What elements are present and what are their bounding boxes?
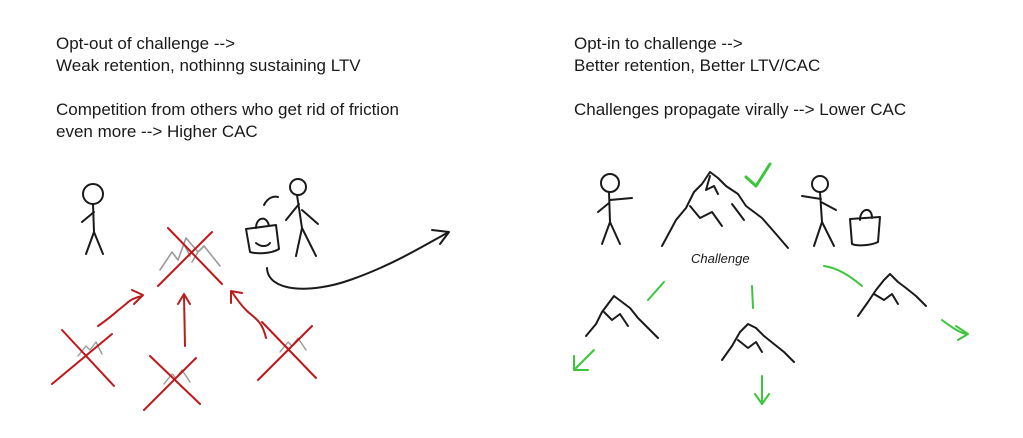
arrow-icon bbox=[751, 285, 770, 405]
challenge-label: Challenge bbox=[691, 251, 750, 266]
left-line-3: Competition from others who get rid of f… bbox=[56, 100, 399, 119]
checkmark-icon bbox=[744, 162, 772, 188]
arrow-icon bbox=[573, 281, 665, 371]
right-caption: Opt-in to challenge --> Better retention… bbox=[574, 33, 906, 121]
left-caption: Opt-out of challenge --> Weak retention,… bbox=[56, 33, 399, 143]
shopping-bag-icon bbox=[245, 217, 280, 255]
right-diagram: Challenge bbox=[573, 162, 969, 405]
left-line-1: Opt-out of challenge --> bbox=[56, 34, 236, 53]
right-line-3: Challenges propagate virally --> Lower C… bbox=[574, 100, 907, 119]
cross-out-icon bbox=[51, 329, 115, 387]
right-line-2: Better retention, Better LTV/CAC bbox=[574, 56, 821, 75]
cross-out-icon bbox=[143, 355, 201, 411]
stick-figure-icon bbox=[801, 175, 837, 247]
cross-out-icon bbox=[257, 321, 317, 381]
left-diagram bbox=[51, 178, 450, 411]
left-line-2: Weak retention, nothinng sustaining LTV bbox=[56, 56, 361, 75]
mountain-icon bbox=[661, 171, 789, 249]
shopping-bag-icon bbox=[849, 209, 881, 247]
arrow-icon bbox=[177, 293, 191, 347]
arrow-icon bbox=[230, 290, 267, 339]
stick-figure-icon bbox=[597, 173, 633, 245]
stick-figure-icon bbox=[263, 178, 319, 257]
cross-out-icon bbox=[157, 227, 223, 287]
arrow-icon bbox=[823, 265, 969, 341]
arrow-icon bbox=[97, 289, 144, 327]
mountain-icon bbox=[721, 323, 795, 363]
arrow-icon bbox=[266, 229, 450, 290]
stick-figure-icon bbox=[81, 183, 104, 255]
mountain-icon bbox=[585, 295, 659, 339]
right-line-1: Opt-in to challenge --> bbox=[574, 34, 743, 53]
left-line-4: even more --> Higher CAC bbox=[56, 122, 258, 141]
mountain-icon bbox=[857, 273, 927, 317]
